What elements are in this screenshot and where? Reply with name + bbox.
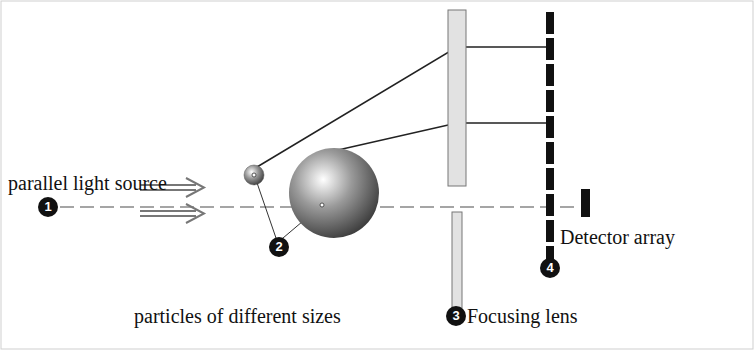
particle-centre xyxy=(252,173,256,177)
detector-element xyxy=(546,64,554,86)
detector-array xyxy=(546,12,554,268)
detector-element xyxy=(546,142,554,164)
part-label: Focusing lens xyxy=(467,305,578,327)
focusing-lens xyxy=(448,10,466,186)
centre-detector xyxy=(581,189,590,217)
particle-centre xyxy=(320,203,324,207)
detector-element xyxy=(546,90,554,112)
detector-element xyxy=(546,12,554,34)
detector-element xyxy=(546,194,554,216)
callout-number: 4 xyxy=(540,258,560,278)
detector-element xyxy=(546,168,554,190)
detector-element xyxy=(546,220,554,242)
focusing-lens xyxy=(452,212,462,308)
part-label: Detector array xyxy=(560,226,675,248)
small-particle xyxy=(244,165,264,185)
callout-number: 1 xyxy=(38,197,58,217)
part-label: parallel light source xyxy=(8,172,167,194)
large-particle xyxy=(289,148,379,238)
detector-element xyxy=(546,38,554,60)
callout-number: 3 xyxy=(446,306,466,326)
part-label: particles of different sizes xyxy=(134,305,341,327)
callout-number: 2 xyxy=(269,237,289,257)
detector-element xyxy=(546,116,554,138)
scattered-rays xyxy=(257,47,548,167)
